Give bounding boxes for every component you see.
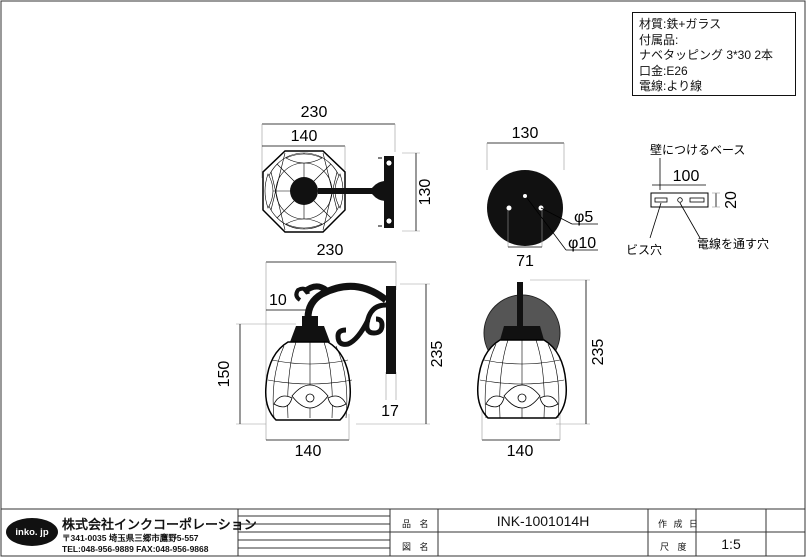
screw-hole-label: ビス穴 xyxy=(626,242,662,257)
dim-top-height: 130 xyxy=(417,179,434,206)
dim-side-shade: 140 xyxy=(295,443,322,460)
top-view xyxy=(261,123,420,233)
spec-material: 材質:鉄+ガラス xyxy=(639,17,722,31)
product-name: INK-1001014H xyxy=(496,513,590,529)
scale-label: 尺 度 xyxy=(660,542,690,552)
dim-side-arm: 10 xyxy=(269,292,287,309)
title-block-grid xyxy=(1,508,805,556)
dim-front-total: 235 xyxy=(590,339,607,366)
company-logo: inko. jp xyxy=(6,518,58,546)
spec-wire: 電線:より線 xyxy=(639,79,703,93)
spec-box: 材質:鉄+ガラス 付属品: ナベタッピング 3*30 2本 口金:E26 電線:… xyxy=(632,12,796,96)
dim-side-depth: 17 xyxy=(381,403,399,420)
dim-side-height: 150 xyxy=(216,361,233,388)
dim-front-shade: 140 xyxy=(507,443,534,460)
dim-hole-small: φ5 xyxy=(574,209,593,226)
spec-accessories: 付属品: xyxy=(639,32,679,47)
front-view xyxy=(476,279,590,441)
title-block: inko. jp 株式会社インクコーポレーション 〒341-0035 埼玉県三郷… xyxy=(0,509,806,557)
dim-top-width: 230 xyxy=(301,104,328,121)
company-address: 〒341-0035 埼玉県三郷市鷹野5-557 xyxy=(62,533,199,543)
side-view xyxy=(236,261,430,441)
dim-side-width: 230 xyxy=(317,242,344,259)
dim-plate-height: 20 xyxy=(723,191,740,209)
plate-detail xyxy=(649,158,720,239)
dim-hole-large: φ10 xyxy=(568,235,596,252)
company-tel: TEL:048-956-9889 FAX:048-956-9868 xyxy=(62,544,209,554)
name-label: 品 名 xyxy=(402,519,432,529)
wire-hole-label: 電線を通す穴 xyxy=(697,236,769,251)
dim-base-pitch: 71 xyxy=(516,253,534,270)
dim-top-shade: 140 xyxy=(291,128,318,145)
date-label: 作 成 日 xyxy=(658,519,701,529)
scale-value: 1:5 xyxy=(721,536,741,552)
drawing-label: 図 名 xyxy=(402,542,432,552)
dim-side-total: 235 xyxy=(429,341,446,368)
spec-screws: ナベタッピング 3*30 2本 xyxy=(639,48,774,62)
dim-base-width: 130 xyxy=(512,125,539,142)
company-name: 株式会社インクコーポレーション xyxy=(62,517,257,532)
plate-label: 壁につけるベース xyxy=(650,142,745,157)
base-view xyxy=(486,142,598,251)
spec-socket: 口金:E26 xyxy=(639,63,688,78)
dim-plate-width: 100 xyxy=(673,168,700,185)
